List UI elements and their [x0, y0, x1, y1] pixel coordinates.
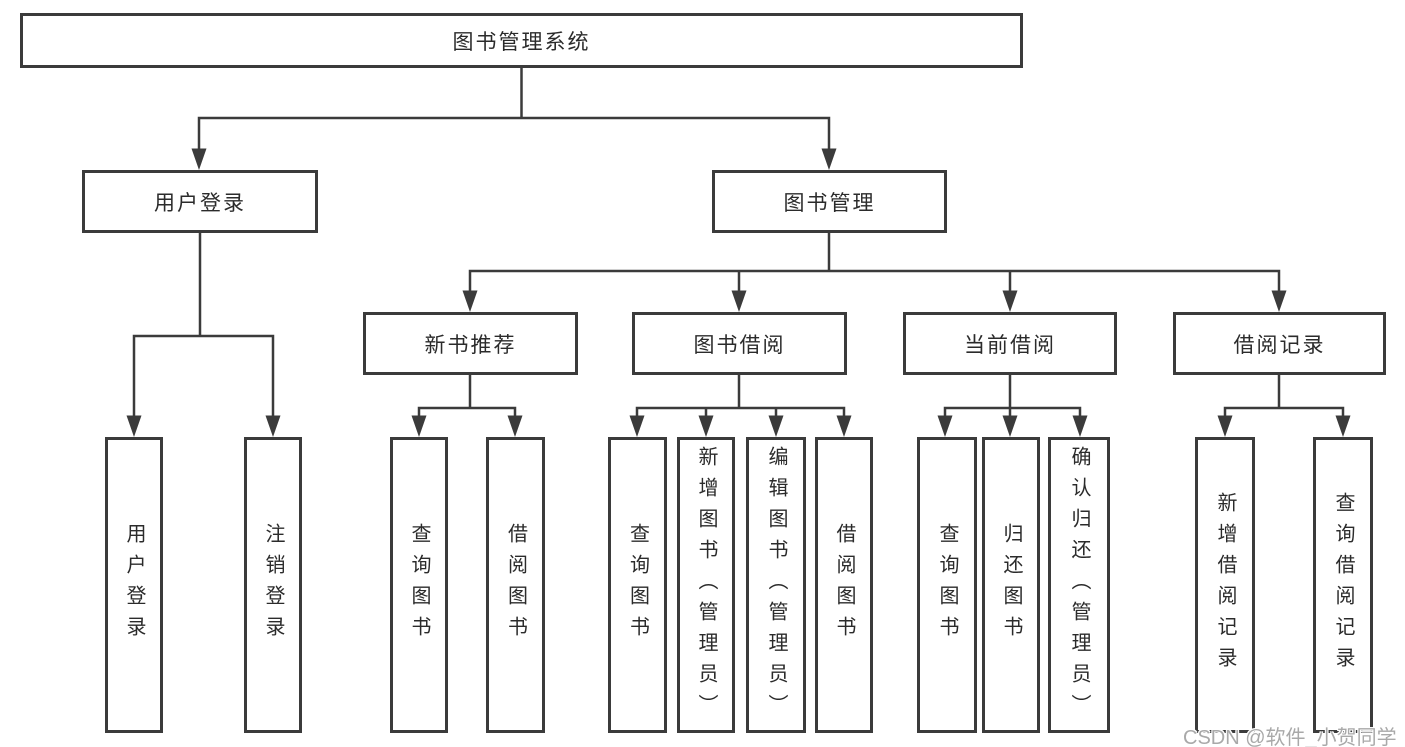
connector-new-book-recommend-children [411, 373, 523, 437]
arrowhead [265, 415, 281, 437]
leaf-current-query-books-label: 查询图书 [936, 523, 958, 647]
connector-user-login-children [126, 231, 281, 437]
node-user-login-label: 用户登录 [154, 191, 246, 215]
arrowhead [1072, 415, 1088, 437]
arrowhead [698, 415, 714, 437]
arrowhead [1335, 415, 1351, 437]
arrowhead [768, 415, 784, 437]
arrowhead [629, 415, 645, 437]
arrowhead [191, 148, 207, 170]
leaf-recommend-query-books-label: 查询图书 [408, 523, 430, 647]
arrowhead [507, 415, 523, 437]
leaf-records-query-record-label: 查询借阅记录 [1332, 492, 1354, 678]
leaf-borrowing-query-books: 查询图书 [608, 437, 667, 733]
arrowhead [1271, 290, 1287, 312]
node-book-management: 图书管理 [712, 170, 947, 233]
node-book-borrowing: 图书借阅 [632, 312, 847, 375]
node-new-book-recommend-label: 新书推荐 [424, 333, 517, 357]
leaf-current-return-books-label: 归还图书 [1000, 523, 1022, 647]
connector-book-borrowing-children [629, 373, 852, 437]
leaf-logout-label: 注销登录 [262, 523, 284, 647]
node-new-book-recommend: 新书推荐 [363, 312, 578, 375]
leaf-recommend-borrow-books-label: 借阅图书 [504, 523, 527, 647]
arrowhead [411, 415, 427, 437]
connector-root-to-level2 [191, 66, 837, 170]
arrowhead [462, 290, 478, 312]
arrowhead [1217, 415, 1233, 437]
connector-borrow-records-children [1217, 373, 1351, 437]
leaf-current-confirm-return-admin-label: 确认归还（管理员） [1068, 445, 1090, 725]
leaf-records-add-record: 新增借阅记录 [1195, 437, 1255, 733]
leaf-borrowing-borrow-books-label: 借阅图书 [833, 523, 855, 647]
leaf-borrowing-add-books-admin: 新增图书（管理员） [677, 437, 735, 733]
arrowhead [836, 415, 852, 437]
leaf-current-confirm-return-admin: 确认归还（管理员） [1048, 437, 1110, 733]
node-user-login: 用户登录 [82, 170, 318, 233]
node-system-root: 图书管理系统 [20, 13, 1023, 68]
leaf-recommend-borrow-books: 借阅图书 [486, 437, 545, 733]
leaf-borrowing-edit-books-admin: 编辑图书（管理员） [746, 437, 806, 733]
leaf-borrowing-query-books-label: 查询图书 [626, 523, 649, 647]
connector-book-management-children [462, 231, 1287, 312]
leaf-borrowing-borrow-books: 借阅图书 [815, 437, 873, 733]
arrowhead [731, 290, 747, 312]
node-book-borrowing-label: 图书借阅 [693, 333, 786, 357]
node-borrow-records-label: 借阅记录 [1233, 333, 1326, 357]
leaf-borrowing-edit-books-admin-label: 编辑图书（管理员） [765, 445, 787, 725]
arrowhead [1002, 290, 1018, 312]
leaf-borrowing-add-books-admin-label: 新增图书（管理员） [695, 445, 717, 725]
node-system-root-label: 图书管理系统 [452, 30, 591, 54]
leaf-current-query-books: 查询图书 [917, 437, 977, 733]
arrowhead [126, 415, 142, 437]
leaf-user-login-label: 用户登录 [123, 523, 145, 647]
leaf-user-login: 用户登录 [105, 437, 163, 733]
arrowhead [937, 415, 953, 437]
node-borrow-records: 借阅记录 [1173, 312, 1386, 375]
node-current-borrowing: 当前借阅 [903, 312, 1117, 375]
leaf-recommend-query-books: 查询图书 [390, 437, 448, 733]
leaf-records-add-record-label: 新增借阅记录 [1214, 492, 1236, 678]
node-book-management-label: 图书管理 [783, 191, 876, 215]
arrowhead [1002, 415, 1018, 437]
leaf-records-query-record: 查询借阅记录 [1313, 437, 1373, 733]
arrowhead [821, 148, 837, 170]
connector-current-borrowing-children [937, 373, 1088, 437]
leaf-current-return-books: 归还图书 [982, 437, 1040, 733]
leaf-logout: 注销登录 [244, 437, 302, 733]
watermark: CSDN @软件_小贺同学 [1183, 727, 1397, 747]
node-current-borrowing-label: 当前借阅 [964, 333, 1056, 357]
